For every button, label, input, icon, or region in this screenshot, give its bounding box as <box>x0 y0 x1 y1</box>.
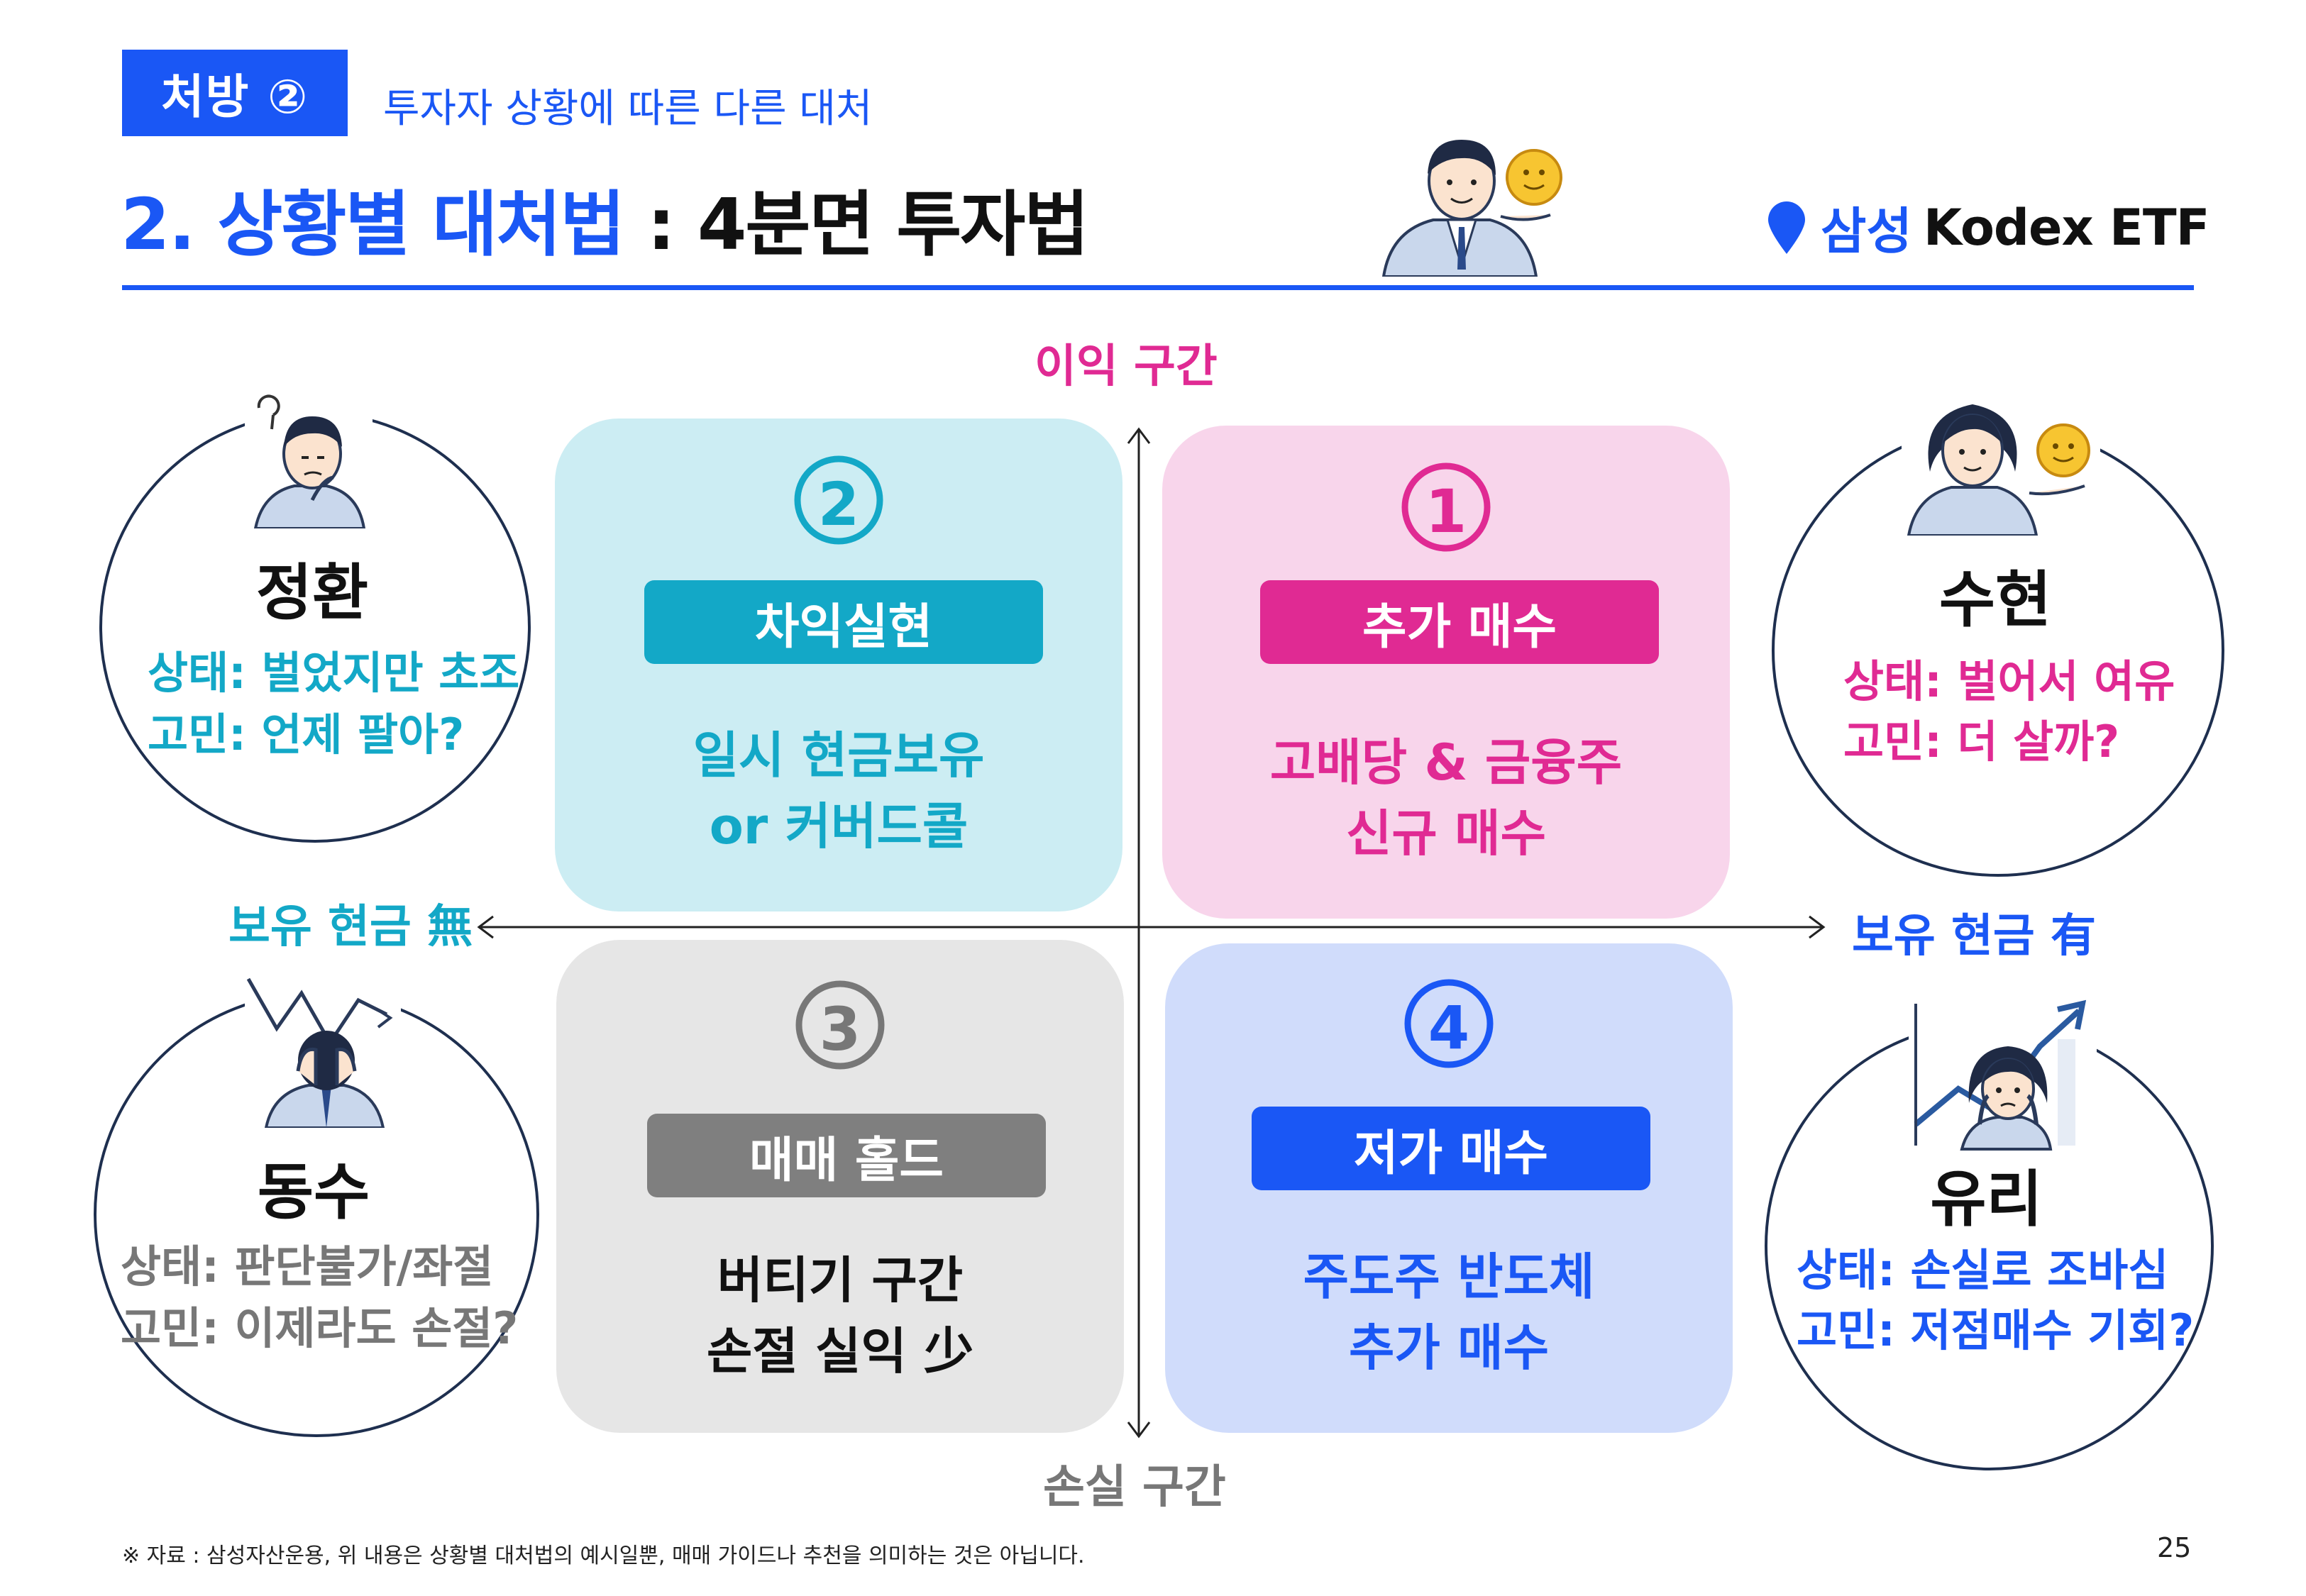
axis-arrow-left <box>477 915 494 939</box>
section-subtitle: 투자자 상황에 따른 다른 대처 <box>383 86 873 132</box>
quadrant-3: ③ 3 매매 홀드 버티기 구간 손절 실익 少 <box>556 940 1124 1433</box>
quadrant-1-desc-1: 고배당 & 금융주 <box>1269 733 1623 792</box>
persona-status-suhyeon: 상태: 벌어서 여유 <box>1843 655 2175 707</box>
quadrant-2: ② 2 차익실현 일시 현금보유 or 커버드콜 <box>555 419 1122 911</box>
persona-name-suhyeon: 수현 <box>1938 565 2052 636</box>
source-note: ※ 자료 : 삼성자산운용, 위 내용은 상황별 대처법의 예시일뿐, 매매 가… <box>122 1544 1085 1568</box>
persona-name-dongsu: 동수 <box>257 1157 370 1228</box>
persona-status-yuri: 상태: 손실로 조바심 <box>1797 1244 2169 1296</box>
brand-name: 삼성 <box>1821 202 1912 260</box>
quadrant-3-desc-1: 버티기 구간 <box>717 1251 964 1309</box>
worried-woman-rising-chart-icon <box>1909 982 2097 1153</box>
axis-arrow-up <box>1127 427 1151 444</box>
quadrant-3-action: 매매 홀드 <box>647 1114 1046 1197</box>
page-title: 2. 상황별 대처법 : 4분면 투자법 <box>121 167 1089 270</box>
quadrant-4-number-icon <box>1404 979 1494 1068</box>
quadrant-3-number-icon <box>795 980 885 1070</box>
quadrant-1-action: 추가 매수 <box>1260 580 1659 664</box>
quadrant-1-digit: 1 <box>1425 477 1467 546</box>
quadrant-1-number-icon <box>1401 462 1491 552</box>
quadrant-1-desc-2: 신규 매수 <box>1346 804 1546 863</box>
location-pin-icon <box>1768 201 1805 254</box>
axis-label-no-cash: 보유 현금 無 <box>228 901 473 953</box>
axis-arrow-right <box>1809 915 1826 939</box>
quadrant-3-digit: 3 <box>819 994 861 1064</box>
page-number: 25 <box>2157 1532 2192 1563</box>
persona-name-yuri: 유리 <box>1930 1164 2043 1235</box>
quadrant-2-desc-1: 일시 현금보유 <box>693 726 985 785</box>
header-divider <box>122 285 2194 290</box>
brand-product: Kodex ETF <box>1923 198 2210 257</box>
quadrant-2-number-icon <box>794 455 883 545</box>
axis-label-has-cash: 보유 현금 有 <box>1852 910 2097 963</box>
frustrated-man-falling-chart-icon <box>245 965 401 1128</box>
persona-status-jeonghwan: 상태: 벌었지만 초조 <box>148 647 520 699</box>
axis-arrow-down <box>1127 1422 1151 1439</box>
persona-name-jeonghwan: 정환 <box>255 558 369 628</box>
quadrant-2-action: 차익실현 <box>644 580 1043 664</box>
quadrant-2-desc-2: or 커버드콜 <box>709 797 969 855</box>
quadrant-2-digit: 2 <box>817 470 860 539</box>
quadrant-4-action: 저가 매수 <box>1252 1107 1650 1190</box>
title-main: 2. 상황별 대처법 <box>121 183 625 266</box>
quadrant-4: ④ 4 저가 매수 주도주 반도체 추가 매수 <box>1165 943 1733 1433</box>
title-sub: : 4분면 투자법 <box>624 183 1089 266</box>
quadrant-3-desc-2: 손절 실익 少 <box>706 1322 974 1380</box>
quadrant-4-desc-1: 주도주 반도체 <box>1303 1248 1595 1306</box>
axis-label-loss: 손실 구간 <box>1043 1461 1226 1514</box>
persona-worry-yuri: 고민: 저점매수 기회? <box>1797 1304 2195 1356</box>
quadrant-1: ① 1 추가 매수 고배당 & 금융주 신규 매수 <box>1162 426 1730 919</box>
persona-worry-dongsu: 고민: 이제라도 손절? <box>121 1302 519 1354</box>
anxious-man-icon <box>245 387 373 528</box>
quadrant-4-desc-2: 추가 매수 <box>1349 1319 1549 1377</box>
persona-status-dongsu: 상태: 판단불가/좌절 <box>121 1241 494 1292</box>
section-badge: 처방 ② <box>122 50 348 136</box>
brand-logo: 삼성 Kodex ETF <box>1765 192 2210 263</box>
quadrant-4-digit: 4 <box>1428 993 1470 1063</box>
businessman-with-coin-icon <box>1381 140 1562 277</box>
confident-woman-with-coin-icon <box>1902 372 2100 536</box>
axis-label-profit: 이익 구간 <box>1035 340 1218 393</box>
persona-worry-jeonghwan: 고민: 언제 팔아? <box>148 709 465 760</box>
persona-worry-suhyeon: 고민: 더 살까? <box>1843 716 2120 767</box>
